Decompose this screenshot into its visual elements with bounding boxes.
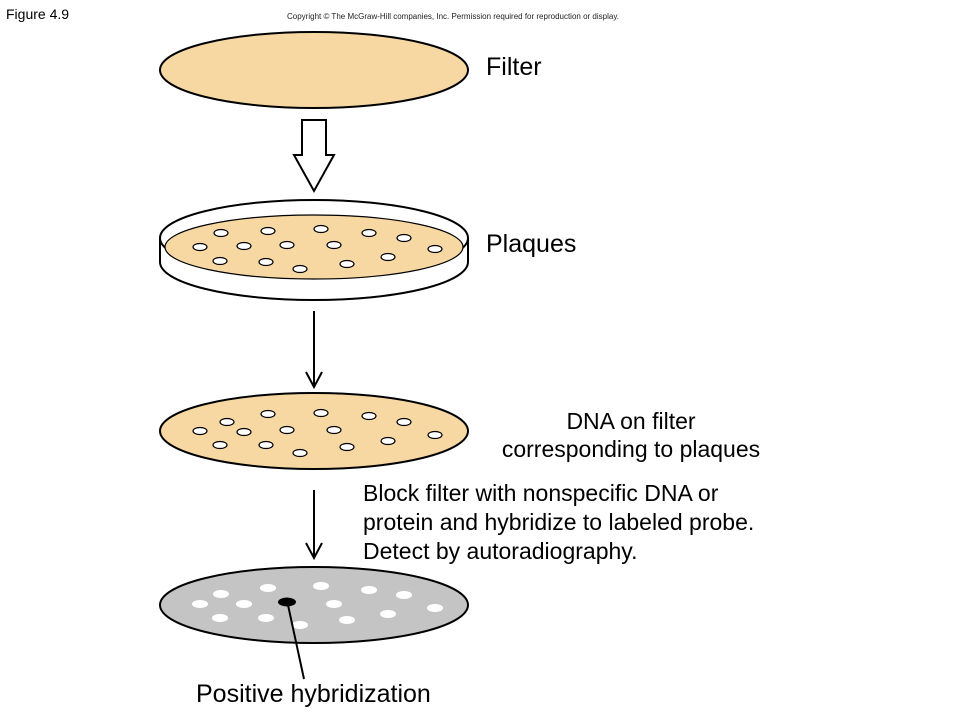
plaques-label: Plaques [486, 230, 577, 258]
dna-spot [258, 440, 274, 450]
plaque [258, 257, 274, 267]
autorad-spot [236, 600, 252, 608]
filter-label: Filter [486, 53, 542, 81]
petri-dish [159, 199, 469, 301]
down-arrow [305, 311, 323, 390]
plaque [292, 264, 308, 274]
dna-spot [326, 425, 342, 435]
agar-surface [164, 214, 464, 280]
procedure-text: Block filter with nonspecific DNA or pro… [363, 479, 754, 566]
autorad-spot-group [192, 582, 443, 629]
autorad-spot [213, 590, 229, 598]
dna-spot [260, 409, 276, 419]
plaque [192, 242, 208, 252]
figure-label: Figure 4.9 [6, 6, 70, 22]
dna-spot [219, 417, 235, 427]
autorad-spot [258, 614, 274, 622]
autorad-spot [326, 600, 342, 608]
plaque [236, 241, 252, 251]
plaque [427, 244, 443, 254]
dna-spot-group [192, 408, 443, 458]
dna-spot [313, 408, 329, 418]
autorad-spot [361, 586, 377, 594]
procedure-line-1: Block filter with nonspecific DNA or [363, 480, 719, 506]
dna-spot [236, 427, 252, 437]
plaque [396, 233, 412, 243]
plaque [279, 240, 295, 250]
procedure-line-3: Detect by autoradiography. [363, 538, 638, 564]
filter-disc [159, 31, 469, 109]
procedure-line-2: protein and hybridize to labeled probe. [363, 509, 755, 535]
down-arrow [305, 490, 323, 561]
autorad-spot [292, 621, 308, 629]
copyright-notice: Copyright © The McGraw-Hill companies, I… [287, 12, 619, 21]
autorad-spot [192, 600, 208, 608]
plaque [213, 228, 229, 238]
dna-filter [159, 392, 469, 470]
autorad-spot [313, 582, 329, 590]
autorad-spot [396, 591, 412, 599]
dna-label-line-1: DNA on filter [566, 408, 696, 434]
dna-label-line-2: corresponding to plaques [501, 435, 761, 462]
plaque [380, 252, 396, 262]
plaque-group [192, 224, 443, 274]
dna-on-filter-label: DNA on filter corresponding to plaques [486, 408, 776, 463]
plaque [313, 224, 329, 234]
positive-pointer-line [287, 604, 305, 680]
autorad-spot [339, 616, 355, 624]
plaque [361, 228, 377, 238]
dna-spot [427, 430, 443, 440]
autorad-spot [260, 584, 276, 592]
plaque [260, 226, 276, 236]
hollow-down-arrow [292, 119, 336, 194]
positive-hybridization-label: Positive hybridization [196, 680, 431, 708]
autorad-spot [380, 610, 396, 618]
dna-spot [212, 440, 228, 450]
autorad-spot [212, 614, 228, 622]
plaque [339, 259, 355, 269]
dna-spot [279, 425, 295, 435]
plaque [212, 256, 228, 266]
dna-spot [396, 417, 412, 427]
positive-spot [278, 597, 296, 607]
autoradiograph-filter [159, 566, 469, 644]
dna-spot [339, 442, 355, 452]
plaque [326, 240, 342, 250]
dna-spot [361, 411, 377, 421]
autorad-spot [427, 604, 443, 612]
dna-spot [380, 436, 396, 446]
dna-spot [292, 448, 308, 458]
dna-spot [192, 426, 208, 436]
